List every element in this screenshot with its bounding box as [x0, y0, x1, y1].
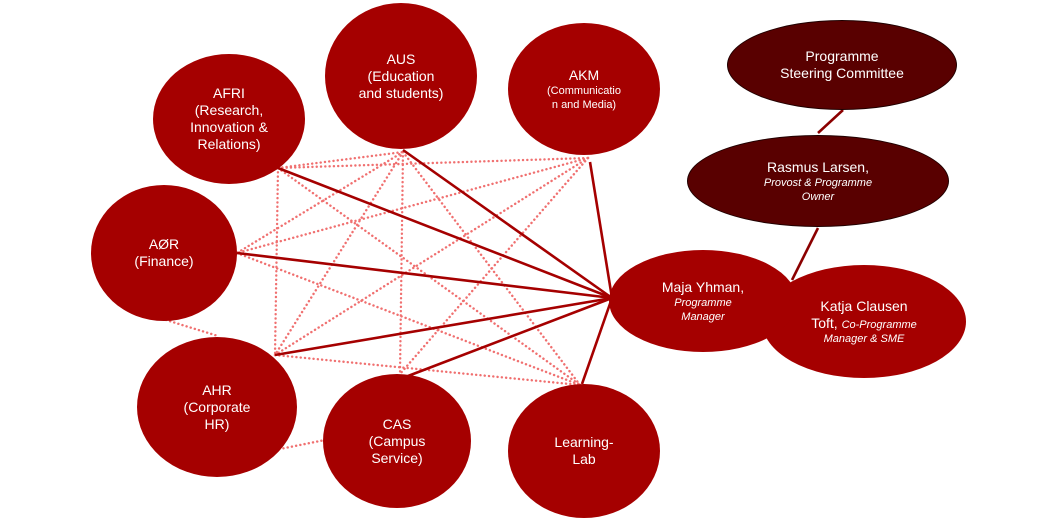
dotted-link-ahr-learninglab: [273, 353, 582, 387]
solid-link-ahr-maja: [274, 296, 613, 357]
node-cas-line-2: Service): [371, 449, 423, 466]
dotted-link-akm-aor: [235, 156, 590, 255]
node-learning-lab-line-2: Lab: [572, 451, 596, 467]
node-rasmus-name: Rasmus Larsen,: [767, 158, 869, 175]
dotted-link-ahr-cas: [273, 438, 327, 452]
node-afri-name: AFRI: [213, 85, 245, 101]
node-katja-name-1: Katja Clausen: [820, 297, 908, 314]
node-katja-line-2: Toft, Co-Programme: [811, 315, 917, 332]
dotted-link-afri-ahr: [273, 166, 280, 357]
dotted-link-afri-aus: [276, 150, 405, 170]
node-cas-line-1: (Campus: [368, 432, 426, 449]
solid-link-learninglab-maja: [580, 297, 614, 385]
solid-link-akm-maja: [588, 161, 614, 299]
solid-link-afri-maja: [277, 166, 613, 300]
node-ahr-line-1: (Corporate: [183, 398, 251, 415]
dotted-link-aor-learninglab: [235, 251, 582, 387]
node-learning-lab: Learning- Lab: [508, 384, 660, 518]
node-katja: Katja Clausen Toft, Co-Programme Manager…: [762, 265, 966, 378]
node-rasmus: Rasmus Larsen, Provost & Programme Owner: [687, 135, 949, 227]
node-aor-line-1: (Finance): [134, 253, 194, 269]
node-afri: AFRI (Research, Innovation & Relations): [153, 54, 305, 184]
solid-link-aor-maja: [236, 251, 613, 300]
node-aor: AØR (Finance): [91, 185, 237, 321]
node-learning-lab-line-1: Learning-: [554, 434, 614, 450]
node-rasmus-role-1: Provost & Programme: [763, 176, 873, 189]
node-maja-role-2: Manager: [681, 310, 725, 323]
node-aus-line-1: (Education: [367, 67, 435, 84]
hierarchy-link-rasmus-katja: [790, 227, 820, 281]
node-aus-line-2: and students): [358, 84, 444, 101]
node-maja-name: Maja Yhman,: [661, 278, 745, 295]
node-cas-name: CAS: [382, 415, 412, 432]
dotted-link-aus-ahr: [273, 150, 405, 357]
node-aus-name: AUS: [386, 50, 416, 67]
dotted-link-afri-akm: [276, 156, 590, 170]
node-afri-line-1: (Research,: [194, 102, 264, 118]
hierarchy-link-steering-rasmus: [817, 109, 844, 134]
node-ahr-line-2: HR): [204, 415, 230, 432]
node-akm-line-1: (Communicatio: [547, 84, 621, 97]
node-afri-line-2: Innovation &: [190, 119, 268, 135]
node-maja-role-1: Programme: [674, 296, 732, 309]
node-rasmus-role-2: Owner: [801, 190, 835, 203]
node-katja-role-1: Co-Programme: [841, 318, 917, 331]
node-steering-line-2: Steering Committee: [780, 65, 904, 81]
node-afri-line-3: Relations): [197, 136, 261, 152]
dotted-link-akm-ahr: [273, 156, 590, 357]
dotted-link-akm-cas: [398, 156, 590, 376]
node-steering-line-1: Programme: [805, 48, 879, 64]
node-ahr-name: AHR: [202, 381, 232, 398]
node-aus: AUS (Education and students): [325, 3, 477, 149]
node-katja-role-2: Manager & SME: [823, 332, 905, 345]
dotted-link-aus-cas: [398, 150, 405, 376]
node-akm-name: AKM: [568, 66, 600, 83]
solid-link-cas-maja: [407, 296, 613, 378]
node-cas: CAS (Campus Service): [323, 374, 471, 508]
node-steering-committee: Programme Steering Committee: [727, 20, 957, 110]
node-akm-line-2: n and Media): [551, 98, 617, 111]
dotted-link-aor-ahr: [164, 318, 220, 338]
node-ahr: AHR (Corporate HR): [137, 337, 297, 477]
node-katja-name-2: Toft,: [811, 314, 838, 331]
solid-link-aus-maja: [402, 148, 613, 300]
node-aor-name: AØR: [148, 236, 180, 252]
node-maja: Maja Yhman, Programme Manager: [609, 250, 797, 352]
node-akm: AKM (Communicatio n and Media): [508, 23, 660, 155]
